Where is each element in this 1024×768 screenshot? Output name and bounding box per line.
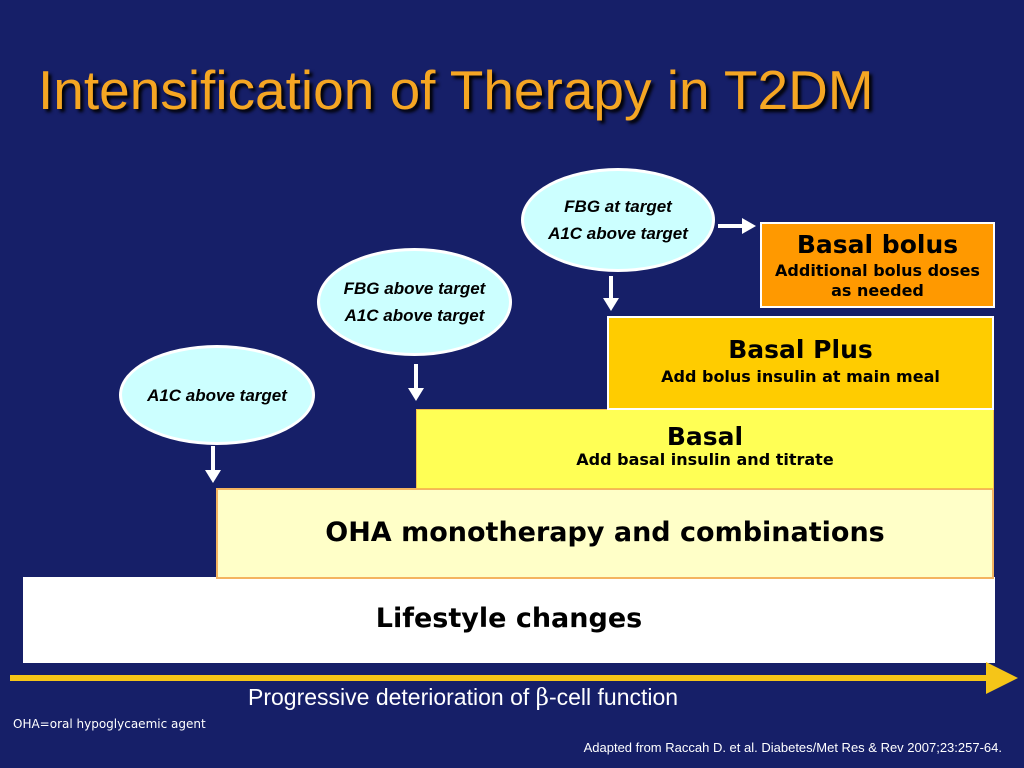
basal-bolus-desc-line1: Additional bolus doses xyxy=(775,261,980,280)
lifestyle-label: Lifestyle changes xyxy=(375,603,643,634)
step-basal-bolus: Basal bolus Additional bolus doses as ne… xyxy=(760,222,995,308)
basal-plus-desc: Add bolus insulin at main meal xyxy=(661,367,940,386)
trigger-3-line1: FBG at target xyxy=(564,197,672,216)
progress-arrow-shaft xyxy=(10,675,988,681)
trigger-bubble-fbg-above: FBG above target A1C above target xyxy=(317,248,512,356)
down-arrow-3-icon xyxy=(603,298,619,311)
right-arrow-shaft xyxy=(718,224,744,228)
step-basal: Basal Add basal insulin and titrate xyxy=(416,409,994,489)
basal-bolus-title: Basal bolus xyxy=(796,230,959,259)
down-arrow-1-icon xyxy=(205,470,221,483)
trigger-bubble-fbg-at: FBG at target A1C above target xyxy=(521,168,715,272)
trigger-bubble-a1c: A1C above target xyxy=(119,345,315,445)
down-arrow-1-shaft xyxy=(211,446,215,472)
axis-label-prefix: Progressive deterioration of xyxy=(248,684,536,710)
basal-plus-title: Basal Plus xyxy=(728,335,873,364)
down-arrow-2-icon xyxy=(408,388,424,401)
abbreviation-footnote: OHA=oral hypoglycaemic agent xyxy=(13,717,206,731)
progress-axis-label: Progressive deterioration of β-cell func… xyxy=(248,684,678,711)
trigger-1-line1: A1C above target xyxy=(147,385,287,405)
right-arrow-icon xyxy=(742,218,756,234)
basal-title: Basal xyxy=(666,422,744,451)
oha-label: OHA monotherapy and combinations xyxy=(325,517,885,548)
step-lifestyle-changes: Lifestyle changes xyxy=(23,577,995,663)
down-arrow-3-shaft xyxy=(609,276,613,300)
step-basal-plus: Basal Plus Add bolus insulin at main mea… xyxy=(607,316,994,410)
basal-desc: Add basal insulin and titrate xyxy=(576,450,834,469)
basal-bolus-desc-line2: as needed xyxy=(831,281,924,300)
down-arrow-2-shaft xyxy=(414,364,418,390)
trigger-3-line2: A1C above target xyxy=(548,224,688,243)
progress-arrow-icon xyxy=(986,662,1018,694)
axis-label-suffix: -cell function xyxy=(548,684,679,710)
reference-citation: Adapted from Raccah D. et al. Diabetes/M… xyxy=(583,740,1002,755)
trigger-2-line1: FBG above target xyxy=(343,279,486,298)
slide-title: Intensification of Therapy in T2DM xyxy=(38,59,874,121)
step-oha: OHA monotherapy and combinations xyxy=(216,488,994,579)
beta-symbol: β xyxy=(535,685,549,711)
trigger-2-line2: A1C above target xyxy=(344,306,485,325)
